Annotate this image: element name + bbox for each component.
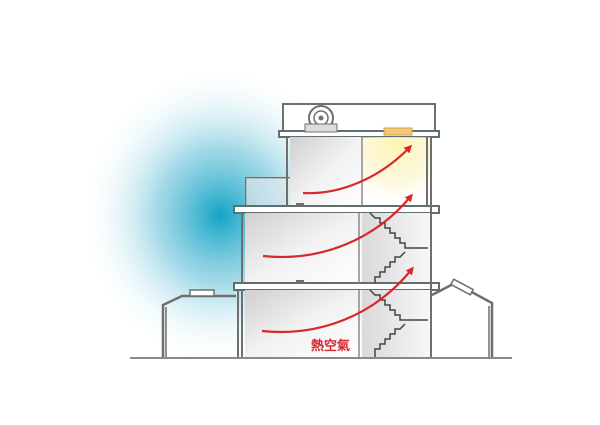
solar-panel-icon [189,289,215,297]
slab-vent [296,280,304,284]
skylight [383,127,413,136]
ventilation-fan-icon [304,105,338,133]
hot-air-arrow [302,144,413,195]
interior-wall [358,137,363,357]
hot-air-arrow [262,193,413,258]
roof-slab [278,130,440,138]
neighbor-house-left [161,289,236,357]
staircase [369,212,428,357]
hot-air-arrow [261,266,414,333]
exterior-wall-left [237,137,288,357]
room-ground-floor [245,290,362,357]
stairwell-third-floor [362,137,430,209]
neighbor-house-right [431,278,494,357]
solar-panel-icon [449,278,475,296]
exterior-wall-right [426,137,432,357]
main-building [233,103,440,357]
room-second-floor [245,213,362,283]
hot-air-label: 熱空氣 [311,338,350,354]
stairwell-ground-floor [362,290,430,357]
hot-air-flow [261,144,414,333]
slab-third-floor [233,205,440,214]
slab-vent [296,203,304,207]
room-third-floor [290,137,362,209]
slab-second-floor [233,282,440,291]
